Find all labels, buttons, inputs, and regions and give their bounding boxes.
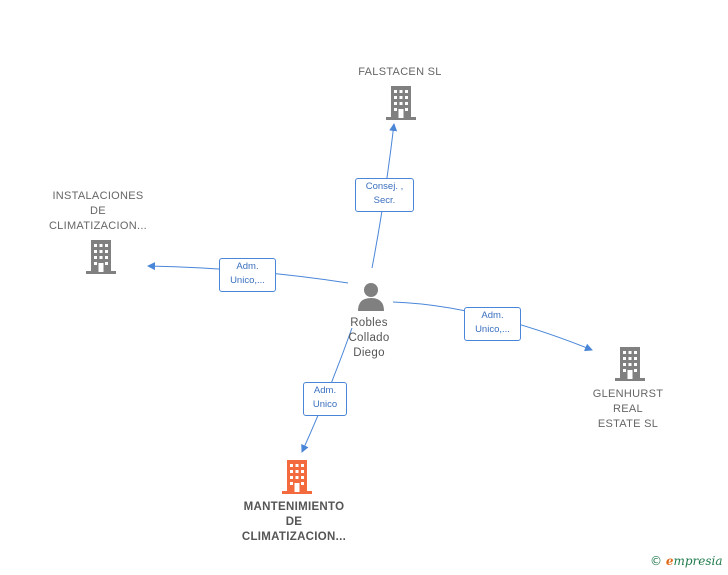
glenhurst-label-line-3: ESTATE SL (597, 418, 659, 430)
empresia-logo: © empresia (650, 554, 723, 568)
mantenimiento-label-line-2: DE (285, 516, 303, 528)
edge-label-falstacen[interactable]: Consej. , Secr. (355, 178, 414, 212)
edge-label-instalaciones-line-2: Unico,... (230, 275, 265, 286)
instalaciones-label-line-3: CLIMATIZACION... (48, 220, 148, 232)
mantenimiento-building-icon[interactable] (282, 460, 312, 494)
instalaciones-building-icon[interactable] (86, 240, 116, 274)
edge-label-mantenimiento-line-1: Adm. (313, 385, 337, 396)
edge-label-glenhurst-line-2: Unico,... (475, 324, 510, 335)
person-label-line-2: Collado (348, 332, 390, 344)
glenhurst-label-line-2: REAL (613, 403, 643, 415)
edge-label-glenhurst-line-1: Adm. (481, 310, 504, 321)
edge-label-instalaciones-line-1: Adm. (236, 261, 259, 272)
mantenimiento-label-line-3: CLIMATIZACION... (241, 531, 347, 543)
mantenimiento-label-line-1: MANTENIMIENTO (243, 501, 345, 513)
person-label-line-3: Diego (353, 347, 385, 359)
glenhurst-label[interactable]: GLENHURST REAL ESTATE SL (568, 387, 688, 432)
falstacen-label-text: FALSTACEN SL (358, 66, 442, 78)
instalaciones-label-line-2: DE (90, 205, 106, 217)
edge-label-mantenimiento[interactable]: Adm. Unico (303, 382, 347, 416)
person-label[interactable]: Robles Collado Diego (319, 316, 419, 361)
brand-initial: e (665, 554, 674, 568)
glenhurst-building-icon[interactable] (615, 347, 645, 381)
person-icon[interactable] (356, 281, 386, 311)
copyright-icon: © (650, 554, 662, 568)
instalaciones-label-line-1: INSTALACIONES (52, 190, 144, 202)
edge-label-falstacen-line-2: Secr. (373, 195, 396, 206)
falstacen-label[interactable]: FALSTACEN SL (340, 65, 460, 80)
person-label-line-1: Robles (350, 317, 388, 329)
edge-label-instalaciones[interactable]: Adm. Unico,... (219, 258, 276, 292)
mantenimiento-label[interactable]: MANTENIMIENTO DE CLIMATIZACION... (224, 500, 364, 545)
brand-rest: mpresia (673, 554, 723, 568)
falstacen-building-icon[interactable] (386, 86, 416, 120)
instalaciones-label[interactable]: INSTALACIONES DE CLIMATIZACION... (38, 189, 158, 234)
edge-label-glenhurst[interactable]: Adm. Unico,... (464, 307, 521, 341)
glenhurst-label-line-1: GLENHURST (592, 388, 664, 400)
edge-label-falstacen-line-1: Consej. , (365, 181, 404, 192)
edge-label-mantenimiento-line-2: Unico (312, 399, 338, 410)
